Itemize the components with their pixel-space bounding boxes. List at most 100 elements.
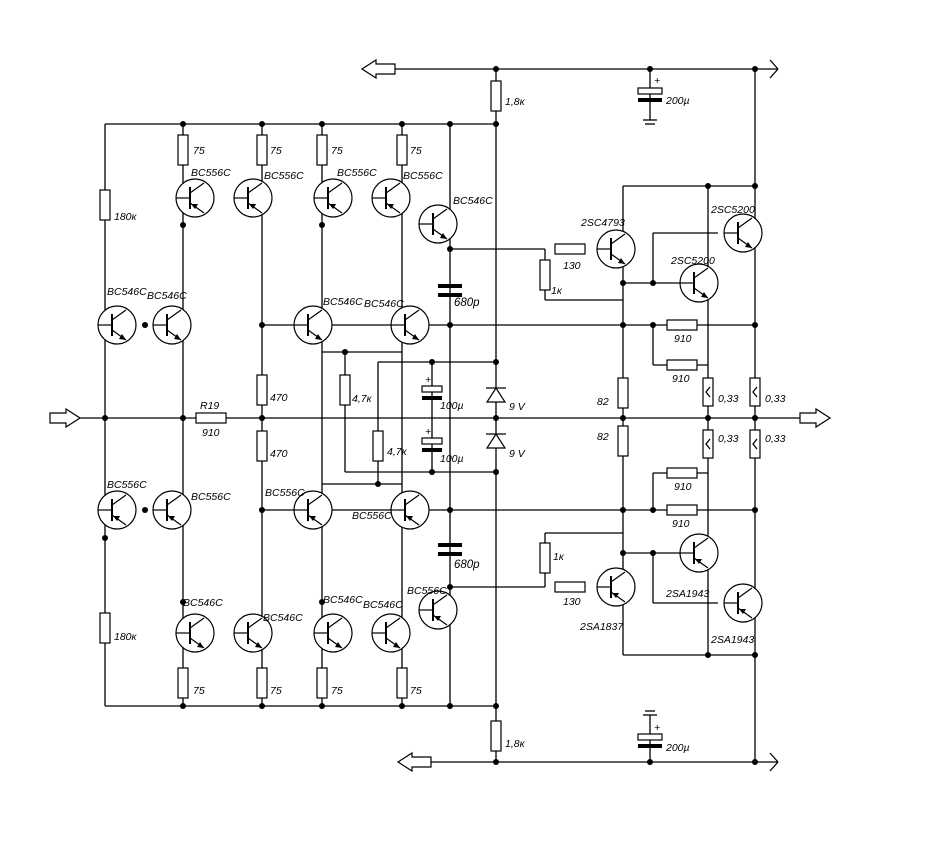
label: 0,33 [718, 393, 739, 405]
label: 910 [674, 333, 692, 345]
transistor-npn [152, 305, 192, 345]
label: 9 V [509, 448, 526, 460]
transistor-pnp [152, 490, 192, 530]
label: BC546C [183, 597, 223, 609]
label: 100µ [440, 453, 464, 465]
label: 2SC4793 [580, 217, 625, 229]
label: 75 [193, 145, 205, 157]
transistor-pnp [679, 533, 719, 573]
transistor-pnp [596, 567, 636, 607]
label: 180к [114, 211, 138, 223]
label: + [654, 722, 660, 734]
label: 2SA1943 [665, 588, 709, 600]
junction-dots [102, 66, 758, 765]
input-arrow [49, 407, 82, 429]
resistors [99, 80, 761, 752]
label: 910 [672, 518, 690, 530]
label: BC556C [337, 167, 377, 179]
label: BC556C [107, 479, 147, 491]
label: BC546C [363, 599, 403, 611]
label: 2SA1837 [579, 621, 624, 633]
label: 4,7к [352, 393, 373, 405]
label: 75 [331, 145, 343, 157]
label: 0,33 [765, 433, 786, 445]
transistor-pnp [97, 490, 137, 530]
label: 2SA1943 [710, 634, 754, 646]
label: 680p [454, 559, 480, 571]
label: 910 [202, 427, 220, 439]
label: BC546C [263, 612, 303, 624]
transistor-npn [418, 204, 458, 244]
transistor-pnp [371, 178, 411, 218]
transistor-npn [723, 213, 763, 253]
wiring [80, 59, 800, 772]
output-arrow [799, 407, 832, 429]
component-labels: BC556C BC556C BC556C BC556C BC546C BC546… [107, 75, 786, 754]
label: 0,33 [765, 393, 786, 405]
label: BC556C [191, 167, 231, 179]
label: BC556C [264, 170, 304, 182]
label: 0,33 [718, 433, 739, 445]
label: + [425, 374, 431, 386]
label: 680p [454, 297, 480, 309]
label: BC546C [323, 594, 363, 606]
label: BC546C [147, 290, 187, 302]
transistor-pnp [723, 583, 763, 623]
label: BC546C [323, 296, 363, 308]
label: 200µ [665, 95, 690, 107]
io-arrows [49, 58, 832, 773]
transistor-npn [313, 613, 353, 653]
label: + [654, 75, 660, 87]
capacitors [421, 87, 663, 748]
label: 200µ [665, 742, 690, 754]
label: 130 [563, 596, 581, 608]
transistor-npn [175, 613, 215, 653]
label: 2SC5200 [670, 255, 715, 267]
transistor-npn [596, 229, 636, 269]
label: R19 [200, 400, 219, 412]
emitter-resistors [702, 377, 761, 459]
label: 75 [193, 685, 205, 697]
label: 82 [597, 396, 609, 408]
label: 82 [597, 431, 609, 443]
transistor-npn [97, 305, 137, 345]
label: 2SC5200 [710, 204, 755, 216]
label: 75 [410, 685, 422, 697]
label: BC556C [352, 510, 392, 522]
label: + [425, 426, 431, 438]
label: 75 [331, 685, 343, 697]
transistor-pnp [233, 178, 273, 218]
zener-diodes [485, 386, 507, 449]
transistor-pnp [313, 178, 353, 218]
transistor-pnp [390, 490, 430, 530]
label: BC556C [265, 487, 305, 499]
transistor-npn [293, 305, 333, 345]
label: 470 [270, 392, 288, 404]
label: 470 [270, 448, 288, 460]
label: BC556C [191, 491, 231, 503]
label: BC556C [407, 585, 447, 597]
top-rail-arrow [360, 58, 396, 80]
label: 9 V [509, 401, 526, 413]
label: BC546C [364, 298, 404, 310]
label: 4,7к [387, 446, 408, 458]
bottom-rail-arrow [396, 751, 432, 773]
label: BC546C [107, 286, 147, 298]
label: 910 [674, 481, 692, 493]
label: 180к [114, 631, 138, 643]
label: 910 [672, 373, 690, 385]
label: 1к [553, 551, 565, 563]
label: BC556C [403, 170, 443, 182]
label: 75 [410, 145, 422, 157]
transistor-npn [679, 263, 719, 303]
label: 100µ [440, 400, 464, 412]
transistor-npn [390, 305, 430, 345]
label: 75 [270, 685, 282, 697]
label: BC546C [453, 195, 493, 207]
transistor-npn [371, 613, 411, 653]
label: 1,8к [505, 96, 526, 108]
transistor-pnp [175, 178, 215, 218]
label: 75 [270, 145, 282, 157]
label: 1,8к [505, 738, 526, 750]
